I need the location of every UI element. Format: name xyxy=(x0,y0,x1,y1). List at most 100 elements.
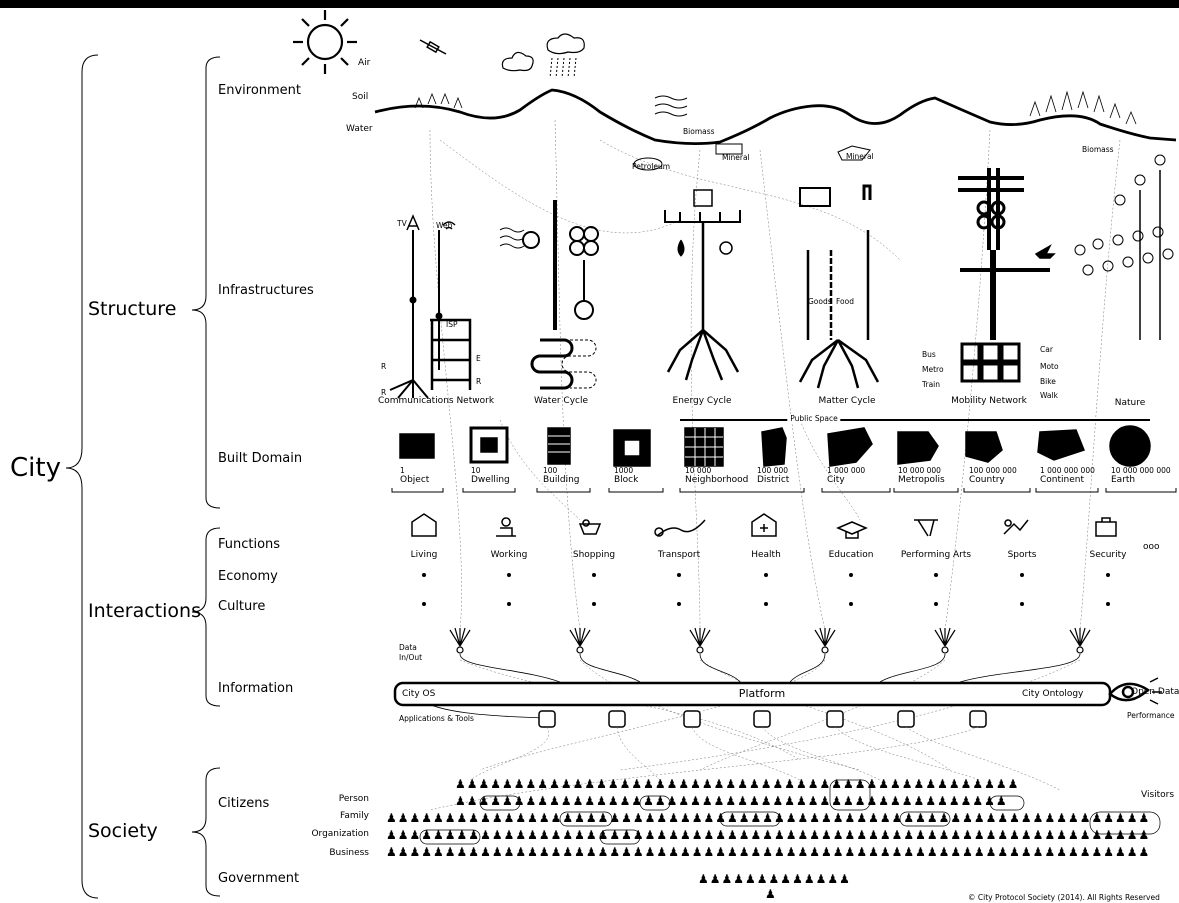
energy-cycle-label: Energy Cycle xyxy=(672,396,732,406)
level-economy: Economy xyxy=(218,569,278,584)
env-water: Water xyxy=(346,124,373,134)
resource-petroleum: Petroleum xyxy=(632,162,671,171)
scale-count-building: 100 xyxy=(543,466,558,475)
citizen-links xyxy=(429,726,1061,811)
scale-name-city: City xyxy=(827,475,845,485)
mode-moto: Moto xyxy=(1040,362,1059,371)
people-row-2: ♟♟♟♟♟♟♟♟♟♟♟♟♟♟♟♟♟♟♟♟♟♟♟♟♟♟♟♟♟♟♟♟♟♟♟♟♟♟♟♟… xyxy=(455,794,1008,808)
scale-name-district: District xyxy=(757,475,790,485)
visitors-label: Visitors xyxy=(1141,790,1175,800)
scale-count-block: 1000 xyxy=(614,466,634,475)
function-performing-arts: Performing Arts xyxy=(900,550,972,560)
scale-count-metropolis: 10 000 000 xyxy=(898,466,941,475)
group-society: Society xyxy=(88,820,158,842)
scale-count-country: 100 000 000 xyxy=(969,466,1017,475)
function-sports: Sports xyxy=(1007,550,1037,560)
scale-name-country: Country xyxy=(969,475,1005,485)
terrain-line xyxy=(374,88,1177,145)
scale-count-object: 1 xyxy=(400,466,405,475)
row-family: Family xyxy=(340,811,369,821)
env-soil: Soil xyxy=(352,92,369,102)
rain-icon xyxy=(549,57,577,79)
function-dots xyxy=(422,573,1110,606)
function-working: Working xyxy=(490,550,528,560)
level-environment: Environment xyxy=(218,83,302,98)
sun-icon xyxy=(293,10,357,74)
wind-icon xyxy=(654,95,688,117)
data-nodes xyxy=(449,627,1091,654)
function-shopping: Shopping xyxy=(572,550,616,560)
scale-count-earth: 10 000 000 000 xyxy=(1111,466,1171,475)
people-row-1: ♟♟♟♟♟♟♟♟♟♟♟♟♟♟♟♟♟♟♟♟♟♟♟♟♟♟♟♟♟♟♟♟♟♟♟♟♟♟♟♟… xyxy=(455,777,1020,791)
matter-cycle-label: Matter Cycle xyxy=(818,396,876,406)
public-space-label: Public Space xyxy=(787,415,841,423)
hill-trees xyxy=(414,90,1137,125)
government-row: ♟♟♟♟♟♟♟♟♟♟♟♟♟ xyxy=(698,872,851,886)
data-to-platform-lines xyxy=(419,653,1081,719)
city-os-label: City OS xyxy=(402,689,436,699)
comm-network-label: Communications Network xyxy=(377,396,495,406)
scale-name-building: Building xyxy=(543,475,580,485)
mode-bus: Bus xyxy=(922,350,936,359)
society-brace xyxy=(191,767,221,897)
level-infrastructures: Infrastructures xyxy=(218,283,314,298)
scale-name-earth: Earth xyxy=(1111,475,1136,485)
eye-icon xyxy=(1108,677,1162,705)
resource-mineral-2: Mineral xyxy=(846,152,874,161)
resource-biomass-2: Biomass xyxy=(1082,145,1114,154)
scale-count-district: 100 000 xyxy=(757,466,789,475)
matter-goods-label: Goods xyxy=(808,297,832,306)
function-more: ooo xyxy=(1143,542,1160,552)
group-interactions: Interactions xyxy=(88,600,201,622)
mobility-network-label: Mobility Network xyxy=(951,396,1027,406)
function-living: Living xyxy=(410,550,438,560)
comm-r2: R xyxy=(476,377,482,386)
top-border xyxy=(0,0,1179,8)
root-label: City xyxy=(10,453,61,483)
mode-train: Train xyxy=(922,380,940,389)
level-citizens: Citizens xyxy=(218,796,270,811)
satellite-icon xyxy=(419,39,447,55)
platform-label: Platform xyxy=(738,687,786,700)
mobility-network xyxy=(958,168,1056,383)
function-icons xyxy=(411,513,1117,539)
comm-isp-label: ISP xyxy=(446,320,458,329)
level-built-domain: Built Domain xyxy=(218,451,303,466)
resource-biomass: Biomass xyxy=(683,127,715,136)
applications-label: Applications & Tools xyxy=(399,714,474,723)
scale-name-neighborhood: Neighborhood xyxy=(685,475,749,485)
mineral-deposits xyxy=(633,143,871,171)
env-air: Air xyxy=(358,58,371,68)
mode-metro: Metro xyxy=(922,365,944,374)
comm-web-label: Web xyxy=(436,221,453,230)
function-security: Security xyxy=(1089,550,1127,560)
matter-food-label: Food xyxy=(836,297,854,306)
scale-count-neighborhood: 10 000 xyxy=(685,466,712,475)
water-cycle xyxy=(499,200,599,390)
people-row-4: ♟♟♟♟♟♟♟♟♟♟♟♟♟♟♟♟♟♟♟♟♟♟♟♟♟♟♟♟♟♟♟♟♟♟♟♟♟♟♟♟… xyxy=(386,828,1151,842)
scale-name-dwelling: Dwelling xyxy=(471,475,510,485)
comm-e: E xyxy=(476,354,481,363)
in-out-label: In/Out xyxy=(399,653,423,662)
built-domain-separators xyxy=(391,488,1177,493)
mode-walk: Walk xyxy=(1040,391,1058,400)
scale-count-city: 1 000 000 xyxy=(827,466,866,475)
level-information: Information xyxy=(218,681,294,696)
copyright: © City Protocol Society (2014). All Righ… xyxy=(968,893,1160,902)
level-functions: Functions xyxy=(218,537,281,552)
resource-mineral: Mineral xyxy=(722,153,750,162)
group-structure: Structure xyxy=(88,298,177,320)
scale-count-dwelling: 10 xyxy=(471,466,481,475)
nature-label: Nature xyxy=(1114,398,1146,408)
communications-network xyxy=(389,214,472,399)
interactions-brace xyxy=(191,527,221,707)
function-education: Education xyxy=(828,550,874,560)
level-culture: Culture xyxy=(218,599,266,614)
energy-cycle xyxy=(664,189,741,381)
people-row-3: ♟♟♟♟♟♟♟♟♟♟♟♟♟♟♟♟♟♟♟♟♟♟♟♟♟♟♟♟♟♟♟♟♟♟♟♟♟♟♟♟… xyxy=(386,811,1151,825)
water-cycle-label: Water Cycle xyxy=(533,396,589,406)
scale-name-metropolis: Metropolis xyxy=(898,475,945,485)
row-business: Business xyxy=(329,848,369,858)
mode-bike: Bike xyxy=(1040,377,1056,386)
